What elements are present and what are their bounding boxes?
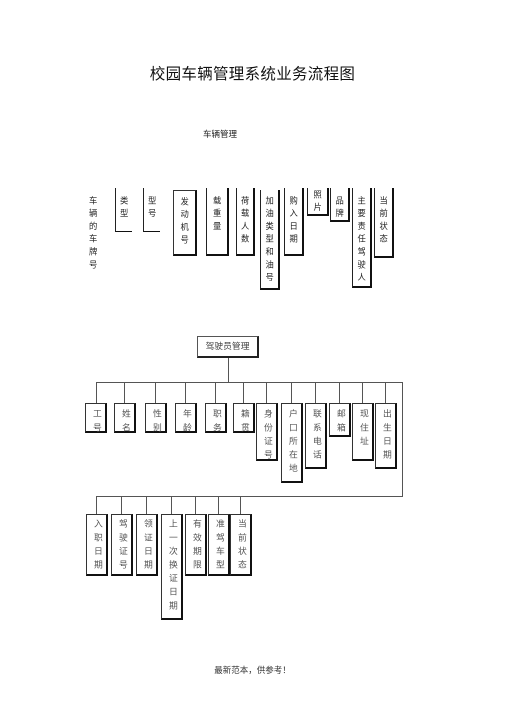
driver-field-email: 邮箱 — [329, 403, 351, 437]
driver-field-validity: 有效期限 — [185, 514, 207, 576]
connector — [121, 496, 122, 515]
driver-row2-bus — [96, 496, 403, 497]
driver-field-hire-date: 入职日期 — [86, 514, 108, 576]
vehicle-field-purchase-date: 购入日期 — [284, 188, 304, 256]
driver-field-id: 工号 — [85, 403, 107, 436]
driver-field-age: 年龄 — [175, 403, 197, 436]
connector — [171, 496, 172, 515]
driver-field-birthday: 出生日期 — [375, 403, 397, 469]
connector — [339, 382, 340, 404]
vehicle-field-brand: 品牌 — [330, 188, 350, 222]
connector — [96, 382, 97, 404]
connector — [385, 382, 386, 404]
driver-field-renewal-date: 上一次换证日期 — [161, 514, 183, 620]
vehicle-field-fuel: 加油类型和油号 — [260, 190, 280, 290]
driver-field-gender: 性别 — [145, 403, 167, 436]
vehicle-field-engine: 发动机号 — [173, 190, 197, 256]
page-title: 校园车辆管理系统业务流程图 — [149, 65, 356, 83]
driver-field-license-no: 驾驶证号 — [111, 514, 133, 576]
driver-field-id-card: 身份证号 — [256, 403, 278, 463]
driver-trunk-line — [228, 358, 229, 382]
connector — [195, 496, 196, 515]
vehicle-field-status: 当前状态 — [374, 188, 394, 258]
driver-field-phone: 联系电话 — [305, 403, 327, 469]
driver-field-native-place: 籍贯 — [233, 403, 255, 436]
page-footer: 最新范本，供参考！ — [214, 666, 291, 676]
vehicle-field-model: 型号 — [143, 188, 160, 232]
driver-field-status: 当前状态 — [230, 514, 252, 576]
vehicle-header: 车辆管理 — [202, 130, 237, 140]
connector — [240, 496, 241, 515]
connector — [218, 496, 219, 515]
connector — [315, 382, 316, 404]
vehicle-field-type: 类型 — [115, 188, 132, 232]
driver-field-household: 户口所在地 — [281, 403, 303, 483]
vehicle-field-driver: 主要责任驾驶人 — [352, 188, 372, 288]
vehicle-field-passengers: 荷载人数 — [236, 188, 255, 256]
connector — [215, 382, 216, 404]
connector — [146, 496, 147, 515]
driver-field-license-date: 领证日期 — [136, 514, 158, 576]
vehicle-field-plate: 车辆的车牌号 — [88, 196, 99, 273]
connector — [291, 382, 292, 404]
vehicle-field-load: 载重量 — [206, 188, 229, 256]
driver-field-position: 职务 — [205, 403, 227, 436]
driver-field-vehicle-class: 准驾车型 — [208, 514, 230, 576]
connector — [96, 496, 97, 515]
driver-header: 驾驶员管理 — [197, 336, 259, 358]
connector — [124, 382, 125, 404]
connector — [185, 382, 186, 404]
connector — [243, 382, 244, 404]
connector — [362, 382, 363, 404]
driver-row1-bus — [96, 382, 402, 383]
driver-right-connector — [402, 382, 403, 496]
driver-field-name: 姓名 — [114, 403, 136, 436]
connector — [155, 382, 156, 404]
vehicle-field-photo: 照片 — [307, 188, 329, 216]
connector — [266, 382, 267, 404]
driver-field-address: 现住址 — [352, 403, 374, 461]
